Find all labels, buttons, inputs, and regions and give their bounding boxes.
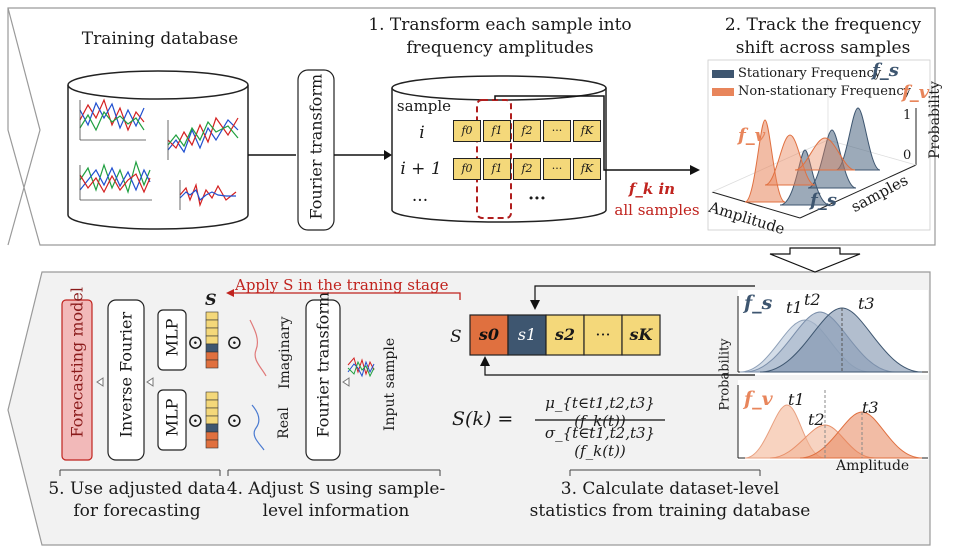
s1-label: s1 xyxy=(517,325,537,344)
real-label: Real xyxy=(276,407,292,439)
forecasting-model-box xyxy=(61,299,93,461)
step4-line1: 4. Adjust S using sample- xyxy=(226,479,446,499)
mlp-label-bottom: MLP xyxy=(162,398,182,437)
t1-fv: t1 xyxy=(788,390,805,409)
t3-fv: t3 xyxy=(862,398,879,417)
inverse-fourier-label: Inverse Fourier xyxy=(116,311,136,438)
s0-label: s0 xyxy=(478,325,500,344)
s2-cell xyxy=(545,314,585,356)
freq-cell: f1 xyxy=(483,158,511,180)
fk-label: f_k in xyxy=(628,180,676,198)
mlp-box-bottom xyxy=(157,389,187,451)
legend-stationary-swatch xyxy=(712,70,734,78)
step2-title-line1: 2. Track the frequency xyxy=(724,15,922,35)
step3-line1: 3. Calculate dataset-level xyxy=(560,479,780,499)
step5-line2: for forecasting xyxy=(73,501,201,521)
freq-cell: f0 xyxy=(453,158,481,180)
axis-probability-3d: Probability xyxy=(927,81,943,159)
row-dots-label: ··· xyxy=(411,191,429,211)
freq-cell: ··· xyxy=(543,158,571,180)
s-dots-cell xyxy=(583,314,623,356)
fv-symbol-bottom: f_v xyxy=(744,388,773,410)
training-database-title: Training database xyxy=(81,29,239,49)
tick-1: 1 xyxy=(903,108,912,123)
formula-denominator: σ_{t∈t1,t2,t3}(f_k(t)) xyxy=(544,424,656,460)
row-i1-label: i + 1 xyxy=(400,159,442,179)
step1-title-line1: 1. Transform each sample into xyxy=(368,15,632,35)
sample-label: sample xyxy=(396,97,452,115)
fourier-transform-label-top: Fourier transform xyxy=(306,73,326,220)
fs-distribution-plot xyxy=(737,290,928,375)
s-dots-label: ··· xyxy=(595,325,611,344)
fv-symbol-legend: f_v xyxy=(902,82,930,103)
sK-label: sK xyxy=(629,325,653,344)
freq-cell: f2 xyxy=(513,120,541,142)
freq-cell: f0 xyxy=(453,120,481,142)
t2-fv: t2 xyxy=(808,410,825,429)
fourier-transform-label-bottom: Fourier transform xyxy=(313,291,333,438)
mlp-box-top xyxy=(157,309,187,371)
down-arrow xyxy=(769,247,861,273)
fk-label-2: all samples xyxy=(614,201,700,219)
freq-cell: fK xyxy=(573,158,601,180)
legend-nonstationary-label: Non-stationary Frequency xyxy=(738,84,911,99)
step2-title-line2: shift across samples xyxy=(735,38,911,58)
formula-numerator: μ_{t∈t1,t2,t3}(f_k(t)) xyxy=(545,394,655,430)
t1-fs: t1 xyxy=(786,298,803,317)
imaginary-label: Imaginary xyxy=(277,316,293,389)
inverse-fourier-box xyxy=(107,299,145,461)
S-column-label: S xyxy=(205,290,217,309)
fs-symbol-legend: f_s xyxy=(872,60,899,81)
s-vector-column-bottom xyxy=(205,391,219,449)
step5-line1: 5. Use adjusted data xyxy=(48,479,226,499)
fourier-transform-box-bottom xyxy=(305,299,341,461)
amplitude-axis-bottom: Amplitude xyxy=(836,458,910,474)
probability-axis-bottom: Probability xyxy=(717,338,733,411)
imaginary-wave xyxy=(249,319,267,377)
freq-cell: ··· xyxy=(543,120,571,142)
tick-0: 0 xyxy=(903,148,912,163)
fv-symbol-plot: f_v xyxy=(738,125,766,146)
fs-symbol-plot: f_s xyxy=(810,190,837,211)
step4-line2: level information xyxy=(262,501,410,521)
training-database-cylinder xyxy=(67,70,249,230)
column-dots: ··· xyxy=(528,189,546,209)
3d-distribution-plot xyxy=(711,85,917,219)
mlp-label-top: MLP xyxy=(162,318,182,357)
freq-cell: f2 xyxy=(513,158,541,180)
t3-fs: t3 xyxy=(858,294,875,313)
s2-label: s2 xyxy=(554,325,576,344)
s-vector-column-top xyxy=(205,311,219,369)
freq-cell: f1 xyxy=(483,120,511,142)
bottom-panel-outline xyxy=(7,271,931,546)
freq-cell: fK xyxy=(573,120,601,142)
legend-stationary-label: Stationary Frequency xyxy=(738,66,882,81)
S-vector-label: S xyxy=(450,327,462,347)
fv-distribution-plot xyxy=(737,380,928,460)
freq-row-i: f0 f1 f2 ··· fK xyxy=(453,120,601,142)
t2-fs: t2 xyxy=(804,290,821,309)
fs-symbol-bottom: f_s xyxy=(744,292,773,314)
s0-cell xyxy=(469,314,509,356)
hadamard-dot-1: ⊙ xyxy=(187,330,204,354)
forecasting-model-label: Forecasting model xyxy=(67,287,87,438)
real-wave xyxy=(251,404,265,451)
step3-line2: statistics from training database xyxy=(529,501,811,521)
hadamard-dot-2: ⊙ xyxy=(187,408,204,432)
fourier-transform-box-top xyxy=(297,69,335,231)
sK-cell xyxy=(621,314,661,356)
apply-s-label: Apply S in the traning stage xyxy=(235,276,449,294)
freq-row-i1: f0 f1 f2 ··· fK xyxy=(453,158,601,180)
input-sample-label: Input sample xyxy=(382,337,398,431)
hadamard-dot-4: ⊙ xyxy=(226,408,243,432)
legend-nonstationary-swatch xyxy=(712,88,734,96)
row-i-label: i xyxy=(419,123,425,143)
formula-lhs: S(k) = xyxy=(452,408,514,430)
hadamard-dot-3: ⊙ xyxy=(226,330,243,354)
step1-title-line2: frequency amplitudes xyxy=(406,38,594,58)
